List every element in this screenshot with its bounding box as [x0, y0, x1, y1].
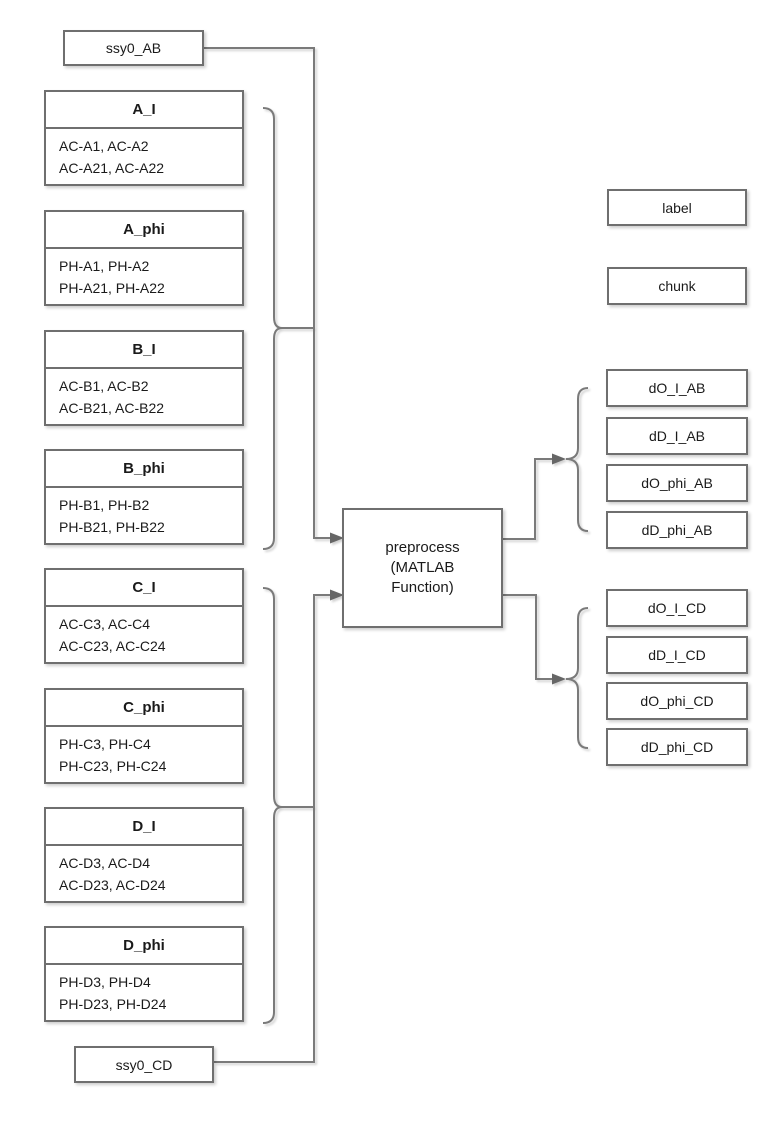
arrowhead-preprocess-input1 [330, 532, 344, 544]
table-row: PH-C23, PH-C24 [59, 758, 167, 774]
output-dd-phi-cd: dD_phi_CD [606, 728, 748, 766]
table-row: AC-A1, AC-A2 [59, 138, 149, 154]
arrowhead-outputs-ab [552, 453, 566, 465]
table-row: PH-D23, PH-D24 [59, 996, 167, 1012]
input-table-d-i: D_I AC-D3, AC-D4 AC-D23, AC-D24 [44, 807, 244, 903]
table-row: AC-C3, AC-C4 [59, 616, 151, 632]
brace-outputs-ab [565, 387, 589, 532]
arrowhead-outputs-cd [552, 673, 566, 685]
table-row: PH-D3, PH-D4 [59, 974, 151, 990]
input-table-a-phi: A_phi PH-A1, PH-A2 PH-A21, PH-A22 [44, 210, 244, 306]
output-do-i-ab: dO_I_AB [606, 369, 748, 407]
output-dd-phi-ab: dD_phi_AB [606, 511, 748, 549]
table-title: A_I [46, 92, 242, 129]
table-row: AC-D3, AC-D4 [59, 855, 151, 871]
node-label: dD_phi_AB [641, 522, 713, 538]
node-ssy0-ab: ssy0_AB [63, 30, 204, 66]
table-row: PH-A1, PH-A2 [59, 258, 150, 274]
output-do-phi-ab: dO_phi_AB [606, 464, 748, 502]
input-table-c-phi: C_phi PH-C3, PH-C4 PH-C23, PH-C24 [44, 688, 244, 784]
edge-ssy0cd-to-preprocess [214, 594, 330, 1063]
table-title: C_I [46, 570, 242, 607]
input-table-b-i: B_I AC-B1, AC-B2 AC-B21, AC-B22 [44, 330, 244, 426]
node-preprocess: preprocess (MATLAB Function) [342, 508, 503, 628]
node-label: dO_I_CD [647, 600, 707, 616]
table-title: A_phi [46, 212, 242, 249]
node-label: dO_phi_AB [641, 475, 713, 491]
node-label: dD_I_AB [648, 428, 706, 444]
output-do-i-cd: dO_I_CD [606, 589, 748, 627]
brace-inputs-ab [262, 107, 283, 550]
node-label: dO_phi_CD [640, 693, 714, 709]
arrowhead-preprocess-input2 [330, 589, 344, 601]
table-title: D_I [46, 809, 242, 846]
edge-preprocess-to-outputs-ab [503, 458, 552, 540]
node-label: preprocess (MATLAB Function) [385, 539, 460, 596]
table-row: PH-B21, PH-B22 [59, 519, 165, 535]
node-chunk-text: chunk [658, 278, 696, 294]
node-label: dD_I_CD [648, 647, 706, 663]
table-title: D_phi [46, 928, 242, 965]
node-label: dO_I_AB [648, 380, 706, 396]
table-row: PH-C3, PH-C4 [59, 736, 151, 752]
table-row: PH-A21, PH-A22 [59, 280, 165, 296]
table-title: C_phi [46, 690, 242, 727]
node-chunk: chunk [607, 267, 747, 305]
input-table-c-i: C_I AC-C3, AC-C4 AC-C23, AC-C24 [44, 568, 244, 664]
table-row: AC-B1, AC-B2 [59, 378, 149, 394]
node-label: dD_phi_CD [640, 739, 714, 755]
node-ssy0-cd: ssy0_CD [74, 1046, 214, 1083]
table-row: AC-B21, AC-B22 [59, 400, 165, 416]
node-label: label [607, 189, 747, 226]
input-table-d-phi: D_phi PH-D3, PH-D4 PH-D23, PH-D24 [44, 926, 244, 1022]
output-dd-i-cd: dD_I_CD [606, 636, 748, 674]
edge-preprocess-to-outputs-cd [503, 594, 552, 680]
table-row: AC-D23, AC-D24 [59, 877, 166, 893]
output-dd-i-ab: dD_I_AB [606, 417, 748, 455]
output-do-phi-cd: dO_phi_CD [606, 682, 748, 720]
input-table-a-i: A_I AC-A1, AC-A2 AC-A21, AC-A22 [44, 90, 244, 186]
input-table-b-phi: B_phi PH-B1, PH-B2 PH-B21, PH-B22 [44, 449, 244, 545]
node-label: ssy0_AB [105, 40, 162, 56]
node-label-text: label [662, 199, 692, 216]
edge-ssy0ab-to-preprocess [204, 47, 330, 539]
brace-inputs-cd [262, 587, 283, 1024]
table-row: PH-B1, PH-B2 [59, 497, 150, 513]
table-title: B_phi [46, 451, 242, 488]
table-title: B_I [46, 332, 242, 369]
brace-outputs-cd [565, 607, 589, 749]
table-row: AC-A21, AC-A22 [59, 160, 165, 176]
table-row: AC-C23, AC-C24 [59, 638, 166, 654]
node-label: ssy0_CD [115, 1056, 173, 1073]
